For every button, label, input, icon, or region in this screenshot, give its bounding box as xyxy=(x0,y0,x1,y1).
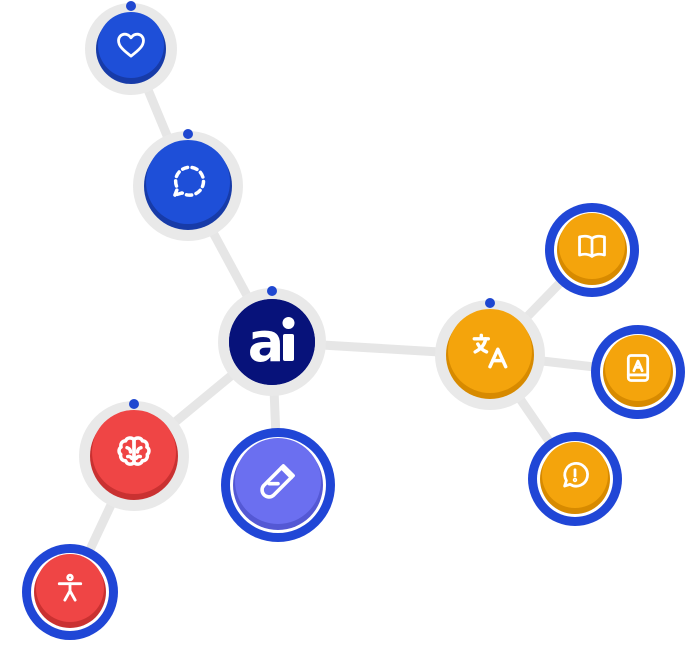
node-body xyxy=(146,140,230,224)
node-hub[interactable]: a xyxy=(218,286,326,396)
node-heart[interactable] xyxy=(85,1,177,95)
accessibility-icon xyxy=(57,573,83,602)
status-dot xyxy=(129,399,139,409)
heart-icon xyxy=(117,32,145,58)
status-dot xyxy=(183,129,193,139)
test-tube-icon xyxy=(260,464,295,499)
status-dot xyxy=(267,286,277,296)
node-book[interactable] xyxy=(545,203,639,297)
logo-stem xyxy=(283,334,294,361)
translate-icon xyxy=(472,333,508,369)
message-dashed-icon xyxy=(173,165,206,197)
message-alert-icon xyxy=(563,462,589,488)
status-dot xyxy=(126,1,136,11)
logo-icon: a xyxy=(248,311,295,374)
node-body xyxy=(98,12,164,78)
book-open-icon xyxy=(578,234,606,258)
node-chat[interactable] xyxy=(133,129,243,241)
node-dictionary[interactable] xyxy=(591,325,685,419)
node-feedback[interactable] xyxy=(528,432,622,526)
logo-dot xyxy=(282,317,295,329)
node-brain[interactable] xyxy=(79,399,189,511)
nodes-layer: a xyxy=(22,1,685,640)
status-dot xyxy=(485,298,495,308)
node-body xyxy=(235,438,321,524)
node-body xyxy=(448,309,532,393)
node-translate[interactable] xyxy=(435,298,545,410)
brain-icon xyxy=(117,436,151,466)
node-accessibility[interactable] xyxy=(22,544,118,640)
logo-letter: a xyxy=(248,311,284,374)
dictionary-icon xyxy=(626,354,650,382)
node-lab[interactable] xyxy=(221,428,335,542)
